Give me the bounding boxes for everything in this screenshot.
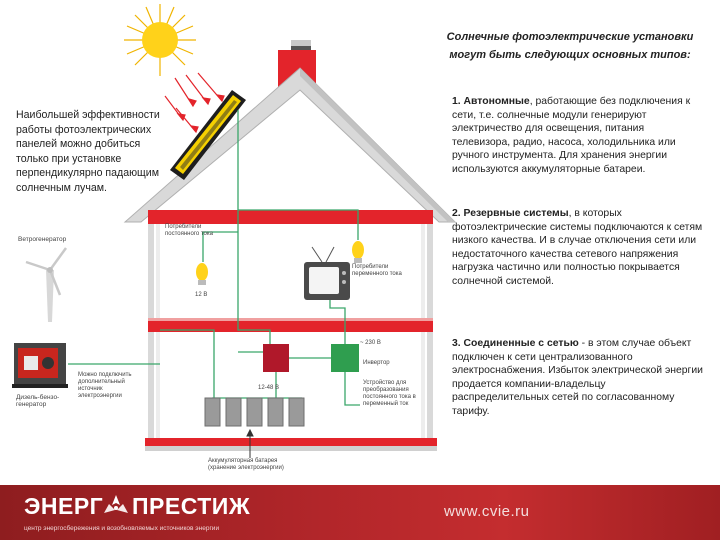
attic-beam xyxy=(148,210,433,224)
footer-tagline: центр энергосбережения и возобновляемых … xyxy=(24,525,220,532)
inverter-box xyxy=(331,344,359,372)
consumers-ac-label: Потребители переменного тока xyxy=(352,264,402,277)
lightbulb-icon xyxy=(352,241,364,263)
charge-controller xyxy=(263,344,289,372)
page-title: Солнечные фотоэлектрические установки мо… xyxy=(446,31,694,61)
dc-12v-label: 12 В xyxy=(195,292,208,298)
consumers-dc-label: Потребители постоянного тока xyxy=(165,224,213,237)
item-text: - в этом случае объект подключен к сети … xyxy=(452,338,703,417)
logo-text-left: ЭНЕРГ xyxy=(24,493,104,519)
logo-text-right: ПРЕСТИЖ xyxy=(132,493,251,519)
solar-panel xyxy=(170,90,246,180)
logo-emblem-icon xyxy=(104,495,128,513)
ac-230-label: ~ 230 В xyxy=(360,340,381,346)
floor-beam xyxy=(148,320,433,332)
website-link[interactable]: www.cvie.ru xyxy=(444,503,530,520)
list-item: 3. Соединенные с сетью - в этом случае о… xyxy=(452,337,704,419)
generator-icon xyxy=(12,343,68,388)
sun-icon xyxy=(124,4,196,76)
converter-label: Устройство для преобразования постоянног… xyxy=(363,380,416,407)
item-lead: 3. Соединенные с сетью xyxy=(452,338,579,349)
dc-12-48-label: 12-48 В xyxy=(258,385,280,391)
diesel-label: Дизель-бензо-генератор xyxy=(16,394,60,408)
battery-bank xyxy=(204,397,305,427)
lightbulb-icon xyxy=(196,263,208,285)
wind-turbine-icon xyxy=(25,247,68,322)
list-item: 1. Автономные, работающие без подключени… xyxy=(452,95,704,177)
item-lead: 2. Резервные системы xyxy=(452,208,569,219)
left-note: Наибольшей эффективности работы фотоэлек… xyxy=(16,109,160,194)
batteries-label: Аккумуляторная батарея (хранение электро… xyxy=(208,458,284,471)
item-text: , работающие без подключения к сети, т.е… xyxy=(452,96,691,175)
inverter-label: Инвертор xyxy=(363,360,390,366)
roof xyxy=(123,67,457,223)
sun-rays xyxy=(164,72,225,134)
ground-floor xyxy=(145,438,437,446)
list-item: 2. Резервные системы, в которых фотоэлек… xyxy=(452,207,704,289)
item-lead: 1. Автономные xyxy=(452,96,530,107)
item-text: , в которых фотоэлектрические системы по… xyxy=(452,208,703,287)
footer-banner: ЭНЕРГ ПРЕСТИЖ центр энергосбережения и в… xyxy=(0,485,720,540)
tv-icon xyxy=(304,246,350,300)
generator-note-label: Можно подключить дополнительный источник… xyxy=(78,372,132,399)
wind-label: Ветрогенератор xyxy=(18,236,67,243)
